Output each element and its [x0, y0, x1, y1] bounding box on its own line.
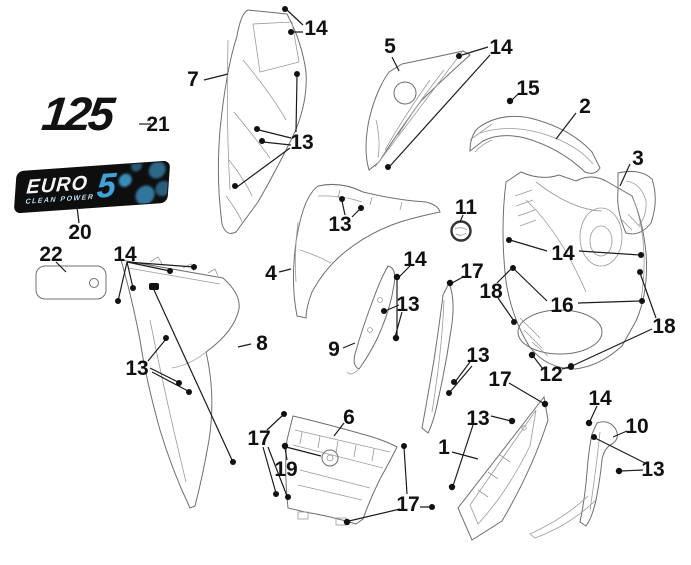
callout-18-right: 18 — [652, 315, 676, 338]
part-9-bracket — [346, 265, 396, 375]
callout-13-left: 13 — [125, 357, 148, 380]
windshield-side-bracket — [421, 281, 454, 434]
callout-11: 11 — [455, 196, 478, 219]
callout-14-bottom: 14 — [588, 387, 612, 410]
callout-6: 6 — [343, 406, 355, 429]
part-5-front-shield — [365, 50, 471, 171]
callout-14-bracket: 14 — [403, 248, 427, 271]
part-22-plate — [35, 265, 107, 300]
part-7-upper-inner-cover — [217, 9, 307, 234]
callout-14-top: 14 — [304, 17, 328, 40]
part-1-windshield-garnish — [457, 395, 549, 541]
callout-14-left: 14 — [113, 243, 137, 266]
callout-1: 1 — [438, 436, 450, 459]
callout-4: 4 — [265, 262, 277, 285]
part-10-bracket — [529, 421, 618, 539]
callout-21: 21 — [146, 113, 170, 136]
callout-19: 19 — [274, 458, 297, 481]
callout-7: 7 — [187, 68, 199, 91]
callout-17-left: 17 — [247, 427, 270, 450]
callout-12: 12 — [539, 363, 562, 386]
part-2-top-cover — [469, 115, 601, 174]
part-3-side-cover — [617, 171, 656, 235]
part-8-lower-cover — [120, 256, 240, 509]
part-16-front-cover — [502, 171, 648, 370]
callout-14-shield: 14 — [489, 36, 513, 59]
callout-13-mid: 13 — [466, 344, 489, 367]
callout-15: 15 — [516, 77, 540, 100]
callout-13-bracket: 13 — [396, 293, 419, 316]
callout-13-fender: 13 — [328, 213, 351, 236]
part-11-emblem — [450, 220, 472, 242]
callout-labels: 7 14 13 5 14 15 2 3 11 21 20 22 14 13 4 … — [39, 17, 676, 516]
callout-13-garnish: 13 — [466, 407, 489, 430]
callout-5: 5 — [384, 35, 396, 58]
callout-17-upper: 17 — [460, 260, 483, 283]
callout-9: 9 — [328, 338, 340, 361]
callout-2: 2 — [579, 95, 591, 118]
callout-18-left: 18 — [479, 280, 503, 303]
callout-13-upper: 13 — [290, 131, 313, 154]
callout-20: 20 — [68, 221, 91, 244]
callout-3: 3 — [632, 147, 644, 170]
leader-lines — [55, 6, 657, 526]
callout-17-mid: 17 — [488, 368, 511, 391]
callout-22: 22 — [39, 243, 62, 266]
callout-17-bottom: 17 — [396, 493, 419, 516]
callout-8: 8 — [256, 332, 268, 355]
callout-10: 10 — [625, 415, 648, 438]
callout-16: 16 — [550, 294, 573, 317]
callout-13-bottom: 13 — [641, 458, 664, 481]
part-6-center-panel — [285, 415, 398, 526]
callout-14-cover: 14 — [551, 242, 575, 265]
